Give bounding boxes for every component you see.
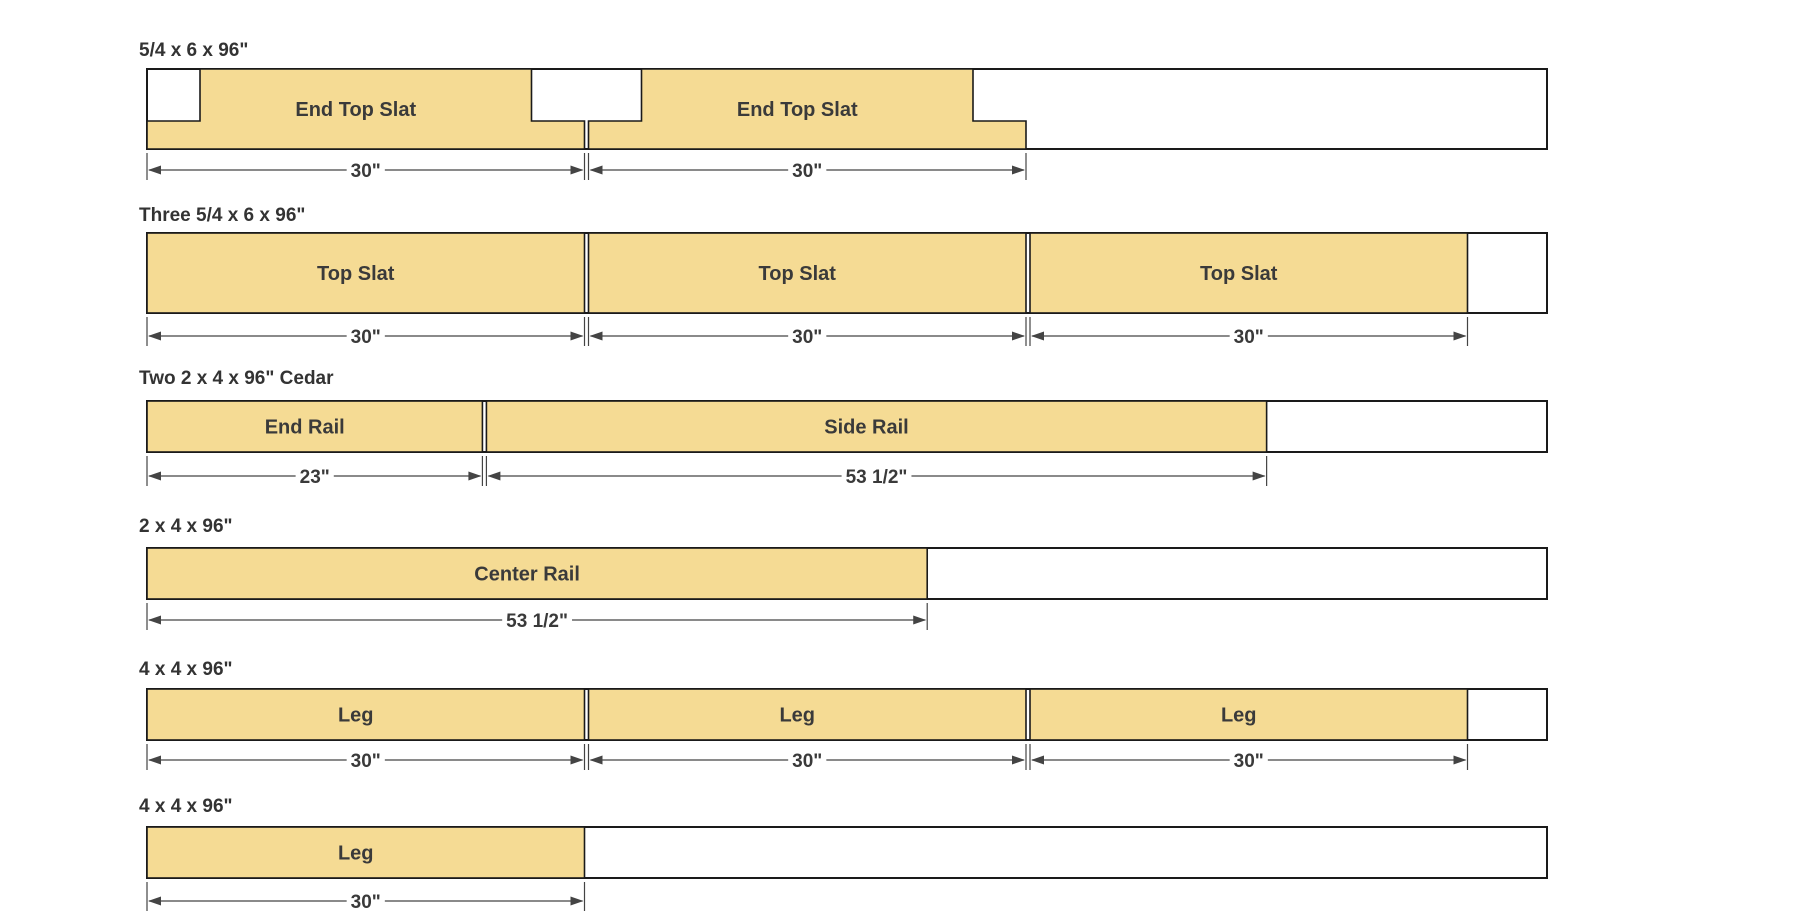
piece-label: Leg <box>338 843 374 865</box>
piece-shape <box>146 826 586 879</box>
arrowhead-left <box>148 331 161 341</box>
piece-shape <box>146 68 586 150</box>
arrowhead-right <box>1453 331 1467 341</box>
arrowhead-right <box>570 331 584 341</box>
cut-piece: Leg 30" <box>587 688 1027 772</box>
arrowhead-left <box>148 755 161 765</box>
cut-piece: Leg 30" <box>146 826 586 913</box>
arrowhead-left <box>1031 331 1044 341</box>
piece-label: Side Rail <box>824 417 908 439</box>
arrowhead-left <box>589 331 603 341</box>
board-label: 5/4 x 6 x 96" <box>139 40 248 61</box>
dimension-label: 30" <box>792 751 822 772</box>
board-label: 2 x 4 x 96" <box>139 516 233 537</box>
cut-piece: Top Slat 30" <box>1029 232 1469 348</box>
piece-label: Leg <box>1221 705 1257 727</box>
board-2: Three 5/4 x 6 x 96" Top Slat 30" Top Slat 30… <box>139 205 1548 348</box>
dimension-label: 23" <box>300 467 330 488</box>
cut-piece: Leg 30" <box>1029 688 1469 772</box>
piece-shape <box>485 400 1268 453</box>
piece-label: Top Slat <box>317 263 395 285</box>
arrowhead-right <box>1453 755 1467 765</box>
board-label: 4 x 4 x 96" <box>139 659 233 680</box>
board-label: Two 2 x 4 x 96" Cedar <box>139 368 334 389</box>
piece-shape <box>1029 688 1469 741</box>
piece-shape <box>587 688 1027 741</box>
arrowhead-right <box>1012 331 1025 341</box>
arrowhead-left <box>148 165 161 175</box>
piece-label: Top Slat <box>759 263 837 285</box>
dimension-label: 30" <box>351 892 381 913</box>
piece-label: Center Rail <box>474 564 580 586</box>
board-4: 2 x 4 x 96" Center Rail 53 1/2" <box>139 516 1548 632</box>
board-label: Three 5/4 x 6 x 96" <box>139 205 305 226</box>
arrowhead-right <box>570 755 584 765</box>
piece-label: Top Slat <box>1200 263 1278 285</box>
dimension-label: 30" <box>792 327 822 348</box>
dimension-label: 53 1/2" <box>846 467 908 488</box>
cut-piece: Top Slat 30" <box>146 232 586 348</box>
dimension-label: 30" <box>351 751 381 772</box>
piece-shape <box>146 232 586 314</box>
arrowhead-left <box>487 471 501 481</box>
piece-label: End Top Slat <box>295 99 416 121</box>
piece-shape <box>587 232 1027 314</box>
arrowhead-right <box>570 165 584 175</box>
piece-shape <box>587 68 1027 150</box>
arrowhead-left <box>148 896 161 906</box>
arrowhead-left <box>148 471 161 481</box>
cut-piece: Side Rail 53 1/2" <box>485 400 1268 488</box>
arrowhead-right <box>1252 471 1266 481</box>
arrowhead-right <box>1012 755 1025 765</box>
piece-shape <box>146 547 929 600</box>
cut-piece: Leg 30" <box>146 688 586 772</box>
piece-label: Leg <box>338 705 374 727</box>
arrowhead-left <box>148 615 161 625</box>
board-5: 4 x 4 x 96" Leg 30" Leg 30" Leg 30" <box>139 659 1548 772</box>
dimension-label: 30" <box>1234 751 1264 772</box>
cut-piece: End Top Slat 30" <box>146 68 586 182</box>
dimension-label: 53 1/2" <box>506 611 568 632</box>
arrowhead-left <box>589 165 603 175</box>
piece-shape <box>146 688 586 741</box>
dimension-label: 30" <box>351 327 381 348</box>
dimension-label: 30" <box>351 161 381 182</box>
cut-piece: End Rail 23" <box>146 400 484 488</box>
piece-shape <box>1029 232 1469 314</box>
cut-piece: Center Rail 53 1/2" <box>146 547 929 632</box>
board-label: 4 x 4 x 96" <box>139 796 233 817</box>
cut-piece: End Top Slat 30" <box>587 68 1027 182</box>
cut-piece: Top Slat 30" <box>587 232 1027 348</box>
piece-label: End Top Slat <box>737 99 858 121</box>
piece-shape <box>146 400 484 453</box>
piece-label: End Rail <box>265 417 345 439</box>
dimension-label: 30" <box>792 161 822 182</box>
arrowhead-right <box>570 896 584 906</box>
arrowhead-right <box>913 615 927 625</box>
arrowhead-right <box>468 471 482 481</box>
arrowhead-left <box>589 755 603 765</box>
arrowhead-left <box>1031 755 1044 765</box>
piece-label: Leg <box>779 705 815 727</box>
dimension-label: 30" <box>1234 327 1264 348</box>
board-6: 4 x 4 x 96" Leg 30" <box>139 796 1548 913</box>
arrowhead-right <box>1012 165 1025 175</box>
